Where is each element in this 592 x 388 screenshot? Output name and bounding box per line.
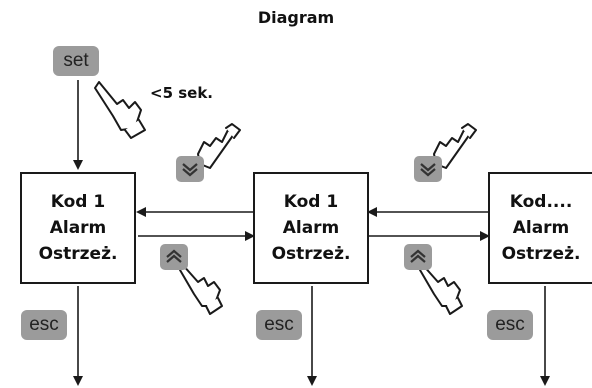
- box-warning: Ostrzeż.: [38, 244, 118, 264]
- up-button[interactable]: [160, 244, 188, 270]
- esc-button[interactable]: esc: [256, 310, 302, 340]
- chevron-down-double-icon: [420, 163, 436, 177]
- box-code: Kod 1: [283, 192, 339, 212]
- chevron-up-double-icon: [410, 249, 426, 263]
- box-warning: Ostrzeż.: [501, 244, 581, 264]
- esc-button[interactable]: esc: [21, 310, 67, 340]
- up-button[interactable]: [404, 244, 432, 270]
- diagram-title: Diagram: [257, 8, 335, 27]
- box-code: Kod....: [509, 192, 573, 212]
- box-alarm: Alarm: [512, 218, 570, 238]
- hand-press-icon: [419, 263, 463, 315]
- chevron-up-double-icon: [166, 249, 182, 263]
- set-button[interactable]: set: [53, 46, 99, 76]
- down-button[interactable]: [414, 156, 442, 182]
- state-box-2: Kod 1 Alarm Ostrzeż.: [253, 172, 369, 284]
- box-code: Kod 1: [50, 192, 106, 212]
- state-box-1: Kod 1 Alarm Ostrzeż.: [20, 172, 136, 284]
- box-alarm: Alarm: [282, 218, 340, 238]
- down-button[interactable]: [176, 156, 204, 182]
- hand-press-icon: [197, 123, 241, 169]
- hand-press-icon: [433, 123, 477, 169]
- hand-press-icon: [179, 263, 223, 315]
- box-alarm: Alarm: [49, 218, 107, 238]
- hold-time-note: <5 sek.: [150, 84, 214, 102]
- box-warning: Ostrzeż.: [271, 244, 351, 264]
- hand-press-icon: [94, 81, 146, 139]
- esc-button[interactable]: esc: [487, 310, 533, 340]
- state-box-3: Kod.... Alarm Ostrzeż.: [488, 172, 592, 284]
- chevron-down-double-icon: [182, 163, 198, 177]
